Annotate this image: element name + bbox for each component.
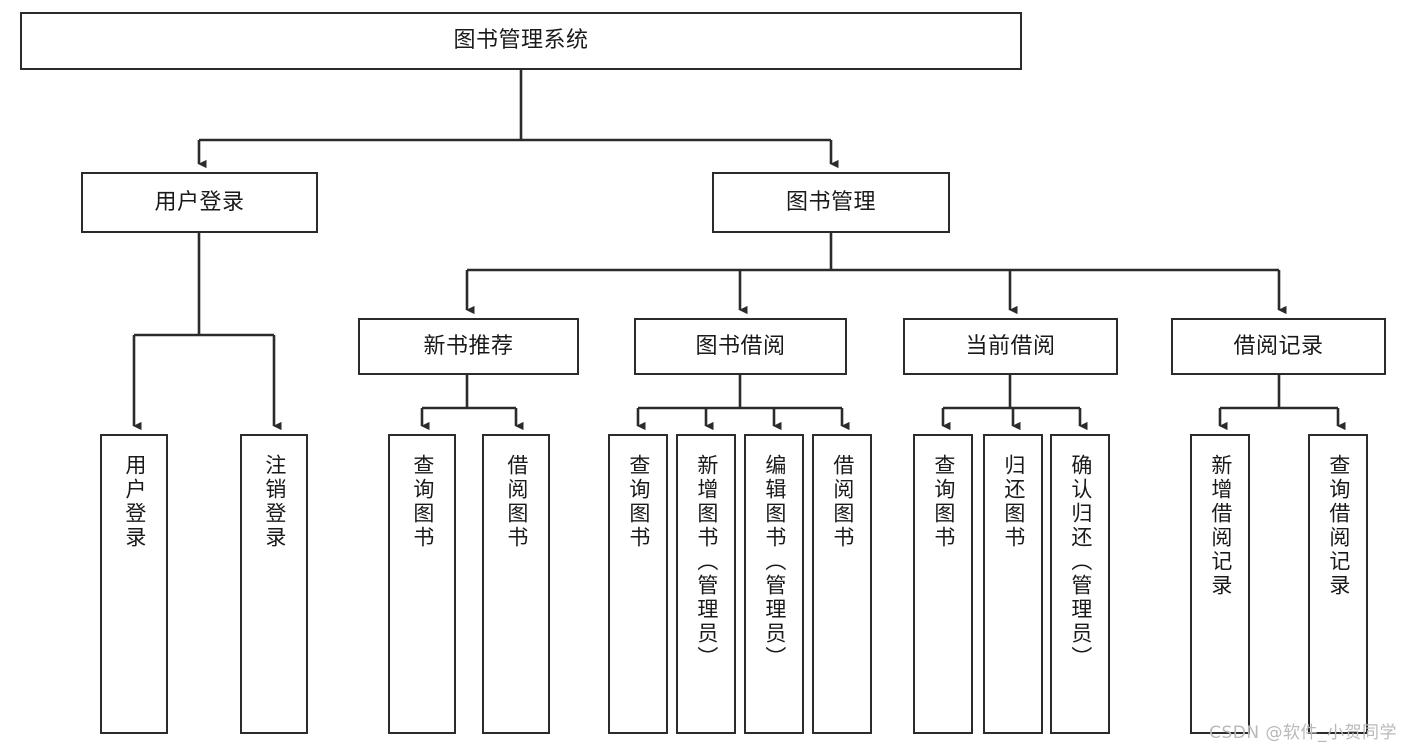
node-leaf-query-book-3-label: 查询图书 (931, 454, 956, 550)
node-current-borrow-label: 当前借阅 (965, 333, 1056, 359)
node-leaf-confirm-return[interactable]: 确认归还（管理员） (1050, 434, 1110, 734)
node-leaf-query-record[interactable]: 查询借阅记录 (1308, 434, 1368, 734)
node-leaf-borrow-book-1[interactable]: 借阅图书 (482, 434, 550, 734)
node-root-label: 图书管理系统 (453, 28, 589, 54)
node-leaf-user-login-label: 用户登录 (122, 454, 147, 550)
node-leaf-query-book-1[interactable]: 查询图书 (388, 434, 456, 734)
node-leaf-borrow-book-1-label: 借阅图书 (504, 454, 529, 550)
node-leaf-confirm-return-label: 确认归还（管理员） (1068, 454, 1093, 670)
node-leaf-edit-book-label: 编辑图书（管理员） (762, 454, 787, 670)
node-leaf-user-logout-label: 注销登录 (262, 454, 287, 550)
node-leaf-return-book-label: 归还图书 (1001, 454, 1026, 550)
node-leaf-query-book-3[interactable]: 查询图书 (913, 434, 973, 734)
node-book-manage-label: 图书管理 (785, 189, 876, 215)
node-book-borrow[interactable]: 图书借阅 (634, 318, 847, 375)
node-current-borrow[interactable]: 当前借阅 (903, 318, 1118, 375)
node-leaf-add-book[interactable]: 新增图书（管理员） (676, 434, 736, 734)
node-leaf-borrow-book-2-label: 借阅图书 (830, 454, 855, 550)
node-user-login[interactable]: 用户登录 (81, 172, 318, 233)
node-leaf-query-book-1-label: 查询图书 (410, 454, 435, 550)
node-leaf-return-book[interactable]: 归还图书 (983, 434, 1043, 734)
node-leaf-query-book-2-label: 查询图书 (626, 454, 651, 550)
node-leaf-user-login[interactable]: 用户登录 (100, 434, 168, 734)
node-borrow-record-label: 借阅记录 (1233, 333, 1324, 359)
node-root[interactable]: 图书管理系统 (20, 12, 1022, 70)
node-new-book-rec-label: 新书推荐 (423, 333, 514, 359)
node-leaf-edit-book[interactable]: 编辑图书（管理员） (744, 434, 804, 734)
node-leaf-user-logout[interactable]: 注销登录 (240, 434, 308, 734)
node-user-login-label: 用户登录 (154, 189, 245, 215)
node-borrow-record[interactable]: 借阅记录 (1171, 318, 1386, 375)
node-book-borrow-label: 图书借阅 (695, 333, 786, 359)
node-leaf-query-book-2[interactable]: 查询图书 (608, 434, 668, 734)
node-leaf-borrow-book-2[interactable]: 借阅图书 (812, 434, 872, 734)
node-leaf-add-book-label: 新增图书（管理员） (694, 454, 719, 670)
node-book-manage[interactable]: 图书管理 (712, 172, 950, 233)
node-leaf-add-record[interactable]: 新增借阅记录 (1190, 434, 1250, 734)
node-leaf-query-record-label: 查询借阅记录 (1326, 454, 1351, 598)
node-leaf-add-record-label: 新增借阅记录 (1208, 454, 1233, 598)
node-new-book-rec[interactable]: 新书推荐 (358, 318, 579, 375)
